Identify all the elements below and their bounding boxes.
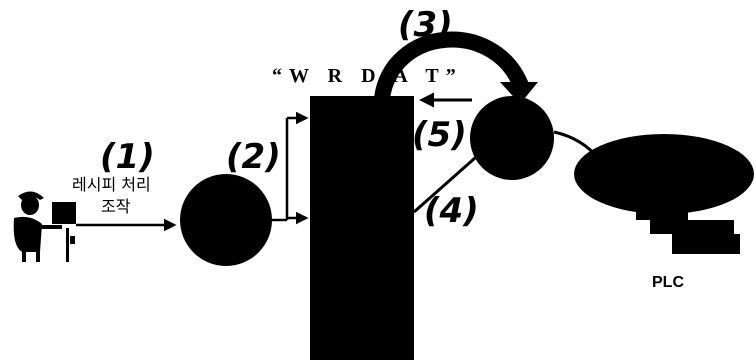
step-3-label: (3) bbox=[398, 5, 453, 45]
recipe-label-line1: 레시피 처리 bbox=[72, 175, 151, 194]
step-1-label: (1) bbox=[100, 137, 155, 177]
recipe-label-line2: 조작 bbox=[101, 197, 131, 216]
step-4-label: (4) bbox=[424, 191, 479, 231]
arrow-2 bbox=[272, 111, 309, 225]
process-node-2 bbox=[470, 96, 554, 180]
step-2-label: (2) bbox=[226, 137, 281, 177]
arrow-4 bbox=[413, 148, 485, 214]
wrdat-label: “W R D A T” bbox=[272, 65, 463, 87]
operator-icon bbox=[13, 191, 76, 262]
process-node-1 bbox=[180, 174, 272, 266]
arrow-3 bbox=[374, 31, 530, 100]
step-5-label: (5) bbox=[412, 115, 467, 155]
plc-device-icon bbox=[574, 134, 754, 254]
wrdat-block bbox=[310, 96, 414, 360]
plc-label: PLC bbox=[652, 274, 684, 291]
arrow-3-head bbox=[500, 82, 538, 104]
